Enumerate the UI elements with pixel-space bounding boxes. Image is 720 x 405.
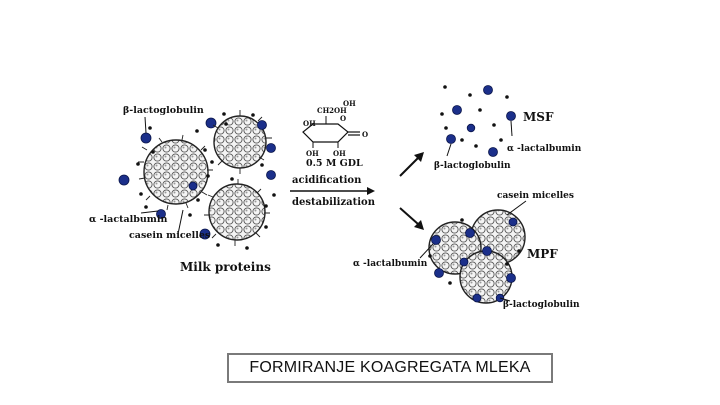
- protein-dot: [199, 228, 211, 240]
- gdl-ch2oh: CH2OH: [317, 106, 347, 115]
- small-protein-dots: [136, 112, 276, 250]
- casein-micelle: [459, 250, 513, 304]
- label-alpha-lactalbumin-mpf: α -lactalbumin: [353, 259, 428, 269]
- label-casein-micelles: casein micelles: [129, 230, 210, 241]
- gdl-structure: CH2OH OH O O OH OH OH 0.5 M GDL: [302, 99, 368, 169]
- msf-blue-dots: [446, 85, 516, 157]
- label-mpf: MPF: [527, 247, 558, 261]
- process-arrows: acidification destabilization: [290, 152, 424, 230]
- arrow-to-msf: [399, 157, 419, 177]
- beta-lactoglobulin-dot: [140, 132, 152, 144]
- gdl-oh-top: OH: [343, 99, 356, 108]
- protein-dot: [266, 143, 276, 153]
- msf-black-dots: [440, 85, 509, 148]
- whey-protein-dots: [118, 117, 276, 240]
- kappa-casein-hairs: [138, 110, 272, 246]
- milk-proteins-panel: β-lactoglobulin α -lactalbumin casein mi…: [89, 105, 276, 274]
- leader-lines-left: [140, 116, 184, 235]
- label-destabilization: destabilization: [292, 197, 376, 208]
- label-msf: MSF: [523, 110, 554, 124]
- protein-dot: [118, 174, 130, 186]
- label-alpha-lactalbumin-msf: α -lactalbumin: [507, 144, 582, 154]
- gdl-oh-bottom-left: OH: [306, 149, 319, 158]
- caption-box: FORMIRANJE KOAGREGATA MLEKA: [227, 353, 553, 383]
- protein-dot: [257, 120, 267, 130]
- caption-text: FORMIRANJE KOAGREGATA MLEKA: [249, 359, 531, 376]
- mpf-panel: casein micelles MPF α -lactalbumin β-lac…: [353, 191, 580, 310]
- label-acidification: acidification: [292, 175, 362, 186]
- gdl-oh-left: OH: [303, 119, 316, 128]
- beta-lactoglobulin-dot: [205, 117, 217, 129]
- label-alpha-lactalbumin: α -lactalbumin: [89, 214, 167, 225]
- casein-micelle: [208, 183, 266, 241]
- label-beta-lactoglobulin-mpf: β-lactoglobulin: [503, 300, 580, 310]
- casein-micelle: [143, 139, 209, 205]
- label-gdl: 0.5 M GDL: [306, 158, 363, 169]
- gdl-o-carbonyl: O: [362, 130, 368, 139]
- gdl-o-ring: O: [340, 114, 346, 123]
- arrow-to-mpf: [399, 207, 419, 225]
- protein-dot: [188, 181, 198, 191]
- label-beta-lactoglobulin-msf: β-lactoglobulin: [434, 161, 511, 171]
- mpf-blue-dots: [431, 217, 518, 303]
- gdl-oh-bottom-right: OH: [333, 149, 346, 158]
- msf-panel: MSF α -lactalbumin β-lactoglobulin: [434, 85, 582, 171]
- label-milk-proteins: Milk proteins: [180, 260, 271, 274]
- label-casein-micelles-mpf: casein micelles: [497, 191, 574, 201]
- label-beta-lactoglobulin: β-lactoglobulin: [123, 105, 204, 116]
- protein-dot: [266, 170, 276, 180]
- protein-dot: [156, 209, 166, 219]
